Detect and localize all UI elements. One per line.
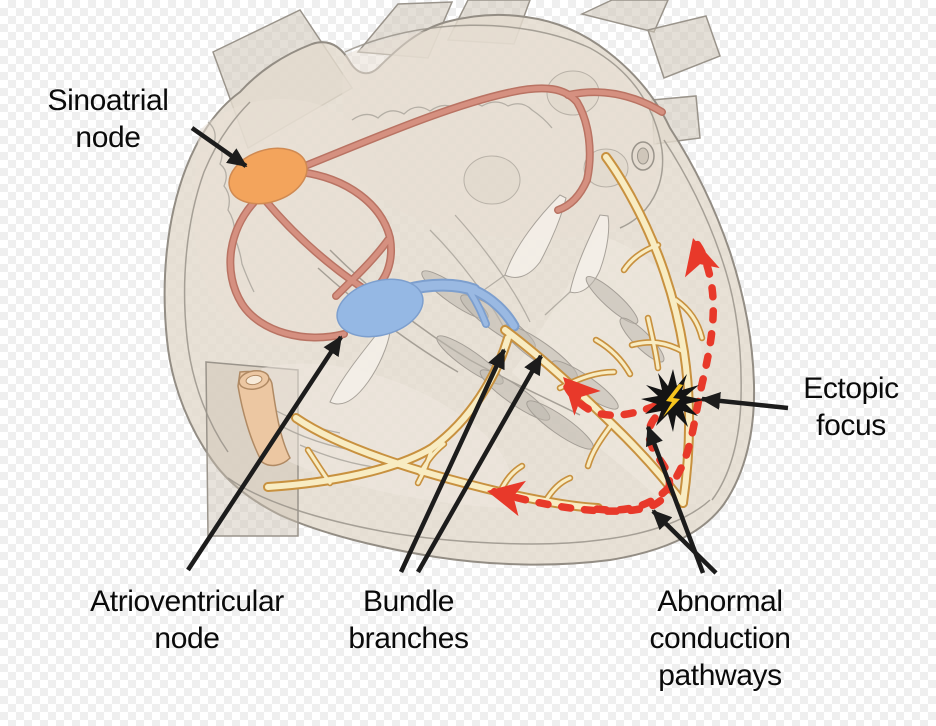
cut-vessel-ring [631, 141, 655, 171]
arrow-atrioventricular [186, 335, 343, 572]
atrioventricular-node-shape [336, 278, 520, 338]
label-abnormal-conduction-pathways: Abnormal conduction pathways [649, 585, 791, 692]
label-arrows [186, 126, 789, 575]
ectopic-focus-star [641, 369, 704, 432]
arrow-bundle-1 [398, 348, 507, 573]
red-arrowheads [487, 238, 720, 517]
arrow-sinoatrial [190, 126, 248, 168]
label-atrioventricular-node: Atrioventricular node [90, 585, 284, 655]
arrow-abnormal-2 [651, 509, 718, 575]
sinoatrial-node-shape [228, 147, 308, 205]
label-sinoatrial-node: Sinoatrial node [47, 84, 169, 154]
label-ectopic-focus: Ectopic focus [803, 372, 899, 442]
internodal-pathways [226, 84, 666, 342]
arrow-ectopic [700, 391, 789, 411]
coronary-sinus [237, 370, 291, 467]
label-bundle-branches: Bundle branches [348, 585, 469, 655]
lightning-bolt-icon [663, 384, 683, 417]
arrow-bundle-2 [416, 354, 543, 574]
